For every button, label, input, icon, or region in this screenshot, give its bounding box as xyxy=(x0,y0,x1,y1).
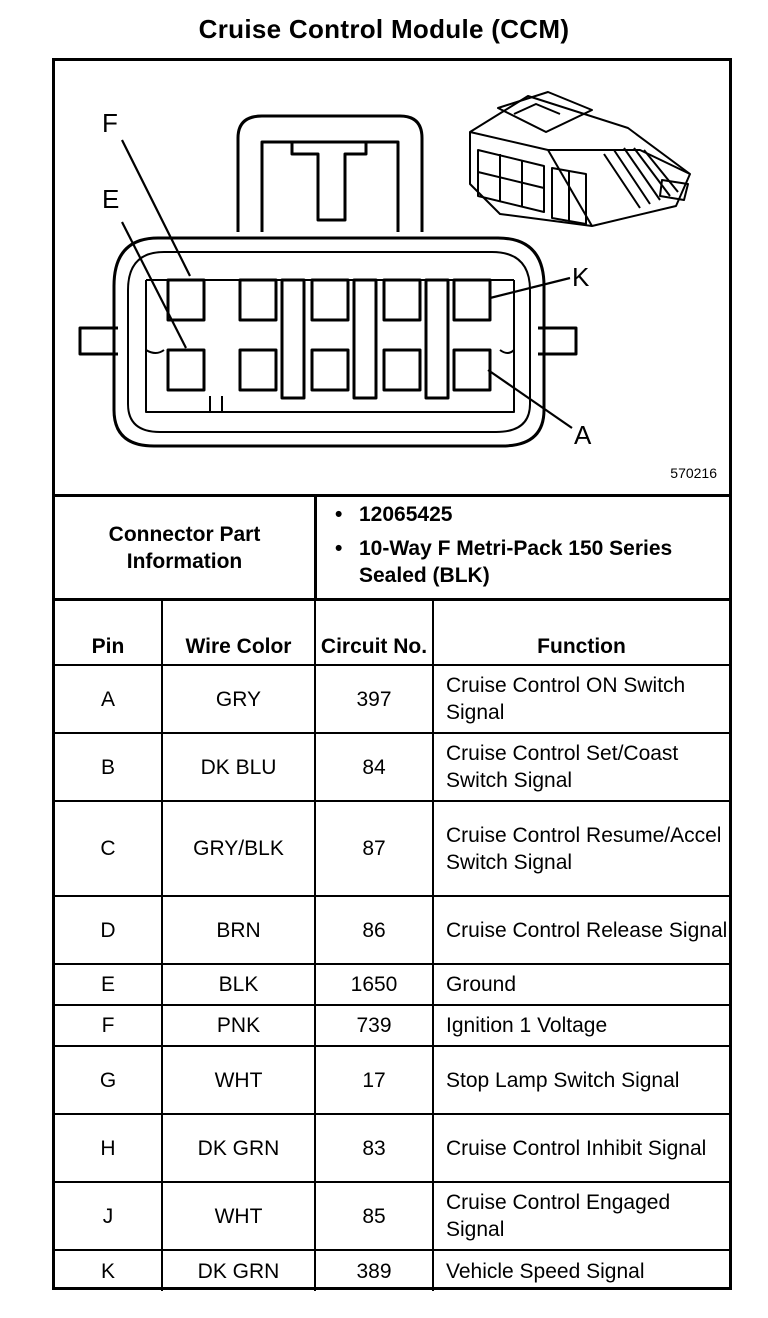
pin-cell: D xyxy=(55,895,163,965)
callout-leader-k xyxy=(489,276,571,300)
wire-color-cell: WHT xyxy=(161,1045,316,1115)
circuit-cell: 87 xyxy=(314,800,434,897)
function-cell: Ignition 1 Voltage xyxy=(432,1004,729,1047)
terminal-cavity xyxy=(238,278,278,322)
callout-f: F xyxy=(102,108,118,138)
circuit-cell: 86 xyxy=(314,895,434,965)
wire-color-cell: WHT xyxy=(161,1181,316,1251)
pin-cell: J xyxy=(55,1181,163,1251)
page-title: Cruise Control Module (CCM) xyxy=(198,14,570,44)
connector-ear-left xyxy=(78,326,118,356)
terminal-cavity xyxy=(452,348,492,392)
callout-e: E xyxy=(102,184,119,214)
wire-color-cell: PNK xyxy=(161,1004,316,1047)
pin-cell: C xyxy=(55,800,163,897)
circuit-cell: 17 xyxy=(314,1045,434,1115)
callout-a: A xyxy=(574,420,592,450)
callout-leader-a xyxy=(487,369,573,429)
connector-type: 10-Way F Metri-Pack 150 Series Sealed (B… xyxy=(317,535,727,589)
header-function: Function xyxy=(432,598,729,666)
pin-cell: E xyxy=(55,963,163,1006)
function-cell: Cruise Control Release Signal xyxy=(432,895,729,965)
connector-isometric-view xyxy=(469,91,691,227)
pin-cell: A xyxy=(55,664,163,734)
function-cell: Cruise Control Resume/Accel Switch Signa… xyxy=(432,800,729,897)
cavity-rib xyxy=(352,278,378,400)
function-cell: Cruise Control Inhibit Signal xyxy=(432,1113,729,1183)
pin-cell: K xyxy=(55,1249,163,1291)
connector-info-label: Connector Part Information xyxy=(55,497,317,598)
function-cell: Cruise Control Engaged Signal xyxy=(432,1181,729,1251)
terminal-cavity xyxy=(310,348,350,392)
circuit-cell: 389 xyxy=(314,1249,434,1291)
connector-housing xyxy=(112,236,546,448)
wire-color-cell: DK BLU xyxy=(161,732,316,802)
callout-leader-f xyxy=(121,139,191,277)
circuit-cell: 1650 xyxy=(314,963,434,1006)
circuit-cell: 83 xyxy=(314,1113,434,1183)
connector-face-illustration: F E K A xyxy=(78,91,691,450)
callout-k: K xyxy=(572,262,590,292)
callout-leader-e xyxy=(121,221,187,349)
terminal-cavity xyxy=(382,348,422,392)
connector-diagram: F E K A 570216 xyxy=(55,61,729,497)
terminal-cavity xyxy=(382,278,422,322)
function-cell: Cruise Control Set/Coast Switch Signal xyxy=(432,732,729,802)
header-wire-color: Wire Color xyxy=(161,598,316,666)
function-cell: Vehicle Speed Signal xyxy=(432,1249,729,1291)
circuit-cell: 85 xyxy=(314,1181,434,1251)
wire-color-cell: GRY/BLK xyxy=(161,800,316,897)
connector-info-list: 12065425 10-Way F Metri-Pack 150 Series … xyxy=(317,501,727,589)
terminal-cavity xyxy=(310,278,350,322)
circuit-cell: 84 xyxy=(314,732,434,802)
circuit-cell: 397 xyxy=(314,664,434,734)
terminal-cavity xyxy=(166,278,206,322)
function-cell: Stop Lamp Switch Signal xyxy=(432,1045,729,1115)
pin-cell: G xyxy=(55,1045,163,1115)
wire-color-cell: DK GRN xyxy=(161,1113,316,1183)
part-number: 12065425 xyxy=(317,501,727,528)
connector-part-info: Connector Part Information 12065425 10-W… xyxy=(55,497,729,601)
figure-number: 570216 xyxy=(670,465,717,481)
wire-color-cell: DK GRN xyxy=(161,1249,316,1291)
connector-latch xyxy=(236,114,424,232)
terminal-cavity xyxy=(166,348,206,392)
wire-color-cell: GRY xyxy=(161,664,316,734)
cavity-rib xyxy=(424,278,450,400)
cavity-rib xyxy=(280,278,306,400)
wire-color-cell: BRN xyxy=(161,895,316,965)
header-pin: Pin xyxy=(55,598,163,666)
circuit-cell: 739 xyxy=(314,1004,434,1047)
function-cell: Cruise Control ON Switch Signal xyxy=(432,664,729,734)
function-cell: Ground xyxy=(432,963,729,1006)
pin-cell: H xyxy=(55,1113,163,1183)
pin-cell: F xyxy=(55,1004,163,1047)
pin-cell: B xyxy=(55,732,163,802)
terminal-cavity xyxy=(452,278,492,322)
wire-color-cell: BLK xyxy=(161,963,316,1006)
terminal-cavity xyxy=(238,348,278,392)
table-header-row: Pin Wire Color Circuit No. Function xyxy=(55,598,729,666)
header-circuit-no: Circuit No. xyxy=(314,598,434,666)
connector-sheet: F E K A 570216 Connector Part Informatio… xyxy=(52,58,732,1291)
connector-ear-right xyxy=(538,326,578,356)
